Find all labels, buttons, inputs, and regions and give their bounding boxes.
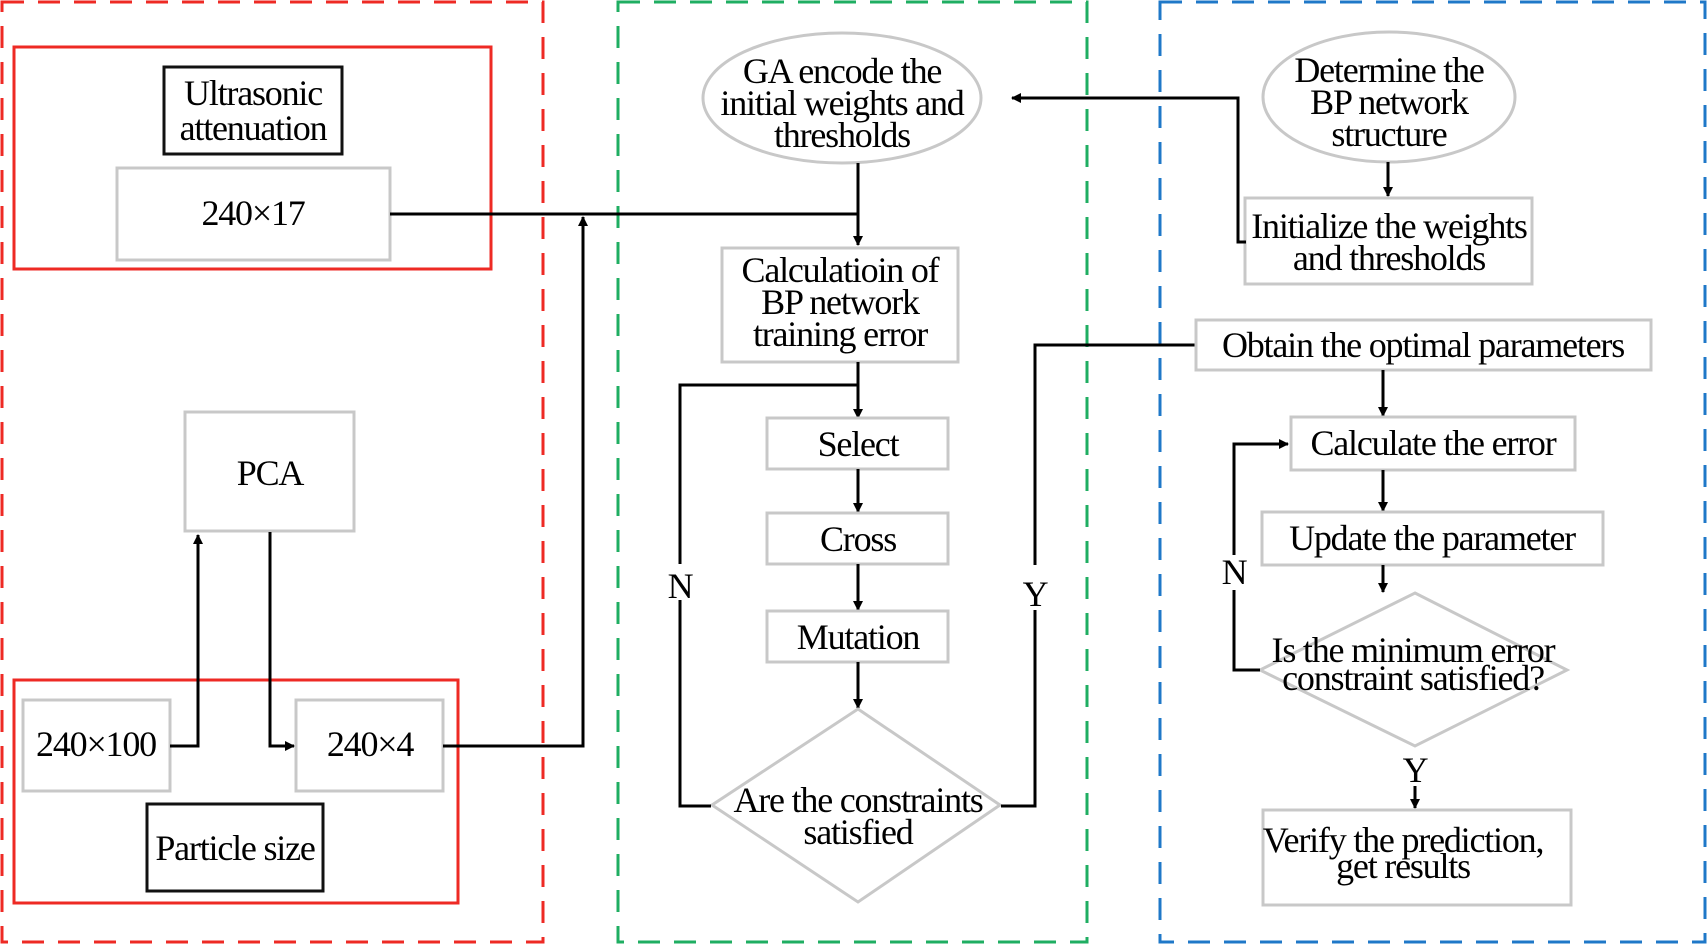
preprocess-group-frame — [0, 0, 545, 944]
ga-yes-path-lower — [1001, 610, 1037, 808]
bp-decision-line2: constraint satisfied? — [1282, 658, 1544, 698]
particle-reduced-matrix-node — [294, 698, 445, 793]
initialize-line1: Initialize the weights — [1251, 206, 1527, 246]
bp-yes-label: Y — [1403, 750, 1429, 790]
ultrasonic-matrix-node — [115, 166, 392, 262]
bp-group-frame — [1158, 0, 1707, 944]
verify-line2: get results — [1336, 846, 1470, 886]
ga-decision-node — [709, 707, 1003, 904]
reduced-to-ga-arrow — [443, 216, 588, 748]
pca-text: PCA — [237, 453, 305, 493]
verify-results-node — [1261, 808, 1573, 907]
bp-decision-line1: Is the minimum error — [1272, 630, 1556, 670]
determine-line3: structure — [1331, 114, 1446, 154]
ultrasonic-label-line2: attenuation — [180, 108, 328, 148]
ga-calc-error-line1: Calculatioin of — [742, 250, 940, 290]
ga-calc-error-line2: BP network — [761, 282, 920, 322]
particle-raw-matrix-text: 240×100 — [36, 724, 156, 764]
ga-yes-to-obtain-arrow — [1033, 340, 1206, 565]
particle-raw-matrix-node — [21, 698, 172, 793]
ga-encode-line2: initial weights and — [720, 83, 964, 123]
ga-encode-line3: thresholds — [774, 115, 910, 155]
ga-encode-node — [701, 31, 983, 165]
ultrasonic-to-ga-arrow — [390, 212, 863, 246]
bp-no-loop-lower — [1232, 590, 1260, 672]
ga-no-loop-lower — [678, 600, 711, 808]
mutation-node — [765, 609, 950, 664]
ultrasonic-label-line1: Ultrasonic — [184, 73, 322, 113]
pca-to-reduced-arrow — [268, 532, 295, 751]
particle-subgroup-frame — [12, 678, 460, 905]
ga-group-frame — [616, 0, 1089, 944]
determine-line2: BP network — [1310, 82, 1469, 122]
initialize-node — [1243, 196, 1534, 286]
cross-node — [765, 511, 950, 566]
ga-no-loop-upper — [678, 383, 858, 564]
particle-size-label-box — [145, 802, 325, 893]
update-parameter-text: Update the parameter — [1289, 518, 1576, 558]
obtain-parameters-text: Obtain the optimal parameters — [1222, 325, 1624, 365]
select-text: Select — [818, 424, 900, 464]
particle-size-label: Particle size — [155, 828, 315, 868]
verify-line1: Verify the prediction, — [1263, 820, 1544, 860]
init-to-ga-encode-arrow — [1011, 93, 1246, 244]
ultrasonic-subgroup-frame — [12, 45, 493, 271]
bp-calc-error-node — [1289, 415, 1577, 472]
cross-text: Cross — [820, 519, 896, 559]
raw-to-pca-arrow — [170, 534, 203, 748]
bp-calc-error-text: Calculate the error — [1310, 423, 1556, 463]
ga-calc-error-line3: training error — [753, 314, 928, 354]
ga-no-label: N — [668, 566, 694, 606]
bp-no-label: N — [1222, 552, 1248, 592]
ga-encode-line1: GA encode the — [743, 51, 942, 91]
ga-calc-error-node — [720, 246, 960, 364]
obtain-parameters-node — [1194, 318, 1653, 372]
ultrasonic-matrix-text: 240×17 — [201, 193, 304, 233]
ga-decision-line2: satisfied — [803, 812, 913, 852]
particle-reduced-matrix-text: 240×4 — [327, 724, 415, 764]
initialize-line2: and thresholds — [1293, 238, 1485, 278]
ga-yes-label: Y — [1023, 574, 1049, 614]
pca-node — [183, 410, 356, 533]
bp-decision-node — [1256, 591, 1571, 748]
ultrasonic-attenuation-label-box — [162, 65, 344, 156]
update-parameter-node — [1260, 510, 1605, 567]
mutation-text: Mutation — [797, 617, 921, 657]
bp-no-loop-upper-arrow — [1232, 439, 1289, 555]
determine-line1: Determine the — [1294, 50, 1484, 90]
ga-decision-line1: Are the constraints — [733, 780, 982, 820]
